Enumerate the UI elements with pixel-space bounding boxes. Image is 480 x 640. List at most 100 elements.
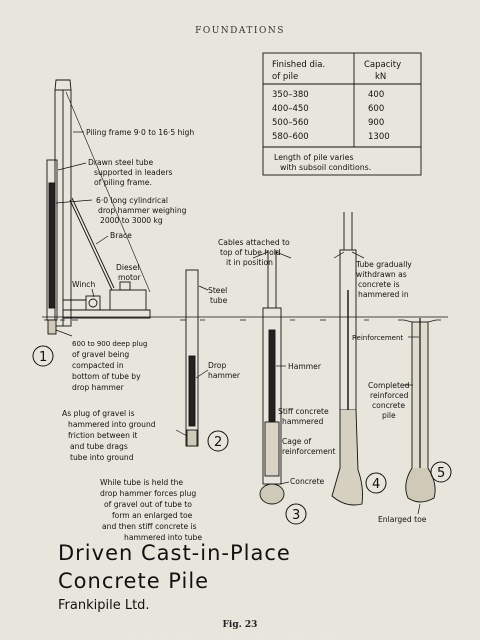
label-plug-1: 600 to 900 deep plug: [72, 340, 147, 348]
stage-4-5-labels: Tube gradually withdrawn as concrete is …: [352, 260, 427, 524]
label-piling-frame: Piling frame 9·0 to 16·5 high: [86, 128, 194, 137]
drop-hammer: [48, 182, 56, 309]
brace: [69, 199, 113, 291]
table-header-cap-line1: Capacity: [364, 60, 401, 70]
diagram-title-line3: Frankipile Ltd.: [58, 598, 150, 613]
label-while-tube-1: While tube is held the: [100, 478, 183, 487]
label-steel-tube-1: Steel: [208, 286, 227, 295]
label-plug-ground-4: and tube drags: [70, 442, 128, 451]
table-cell-dia-3: 580–600: [272, 132, 309, 142]
table-cell-cap-1: 600: [368, 104, 384, 114]
diesel-motor: [109, 289, 147, 311]
label-hammer-desc-2: drop hammer weighing: [98, 206, 187, 215]
label-tube-withdrawn-2: withdrawn as: [356, 270, 407, 279]
label-while-tube-3: of gravel out of tube to: [104, 500, 192, 509]
label-brace: Brace: [110, 231, 132, 240]
label-completed-4: pile: [382, 411, 396, 420]
diagram-title-line2: Concrete Pile: [58, 569, 210, 593]
label-tube-withdrawn-4: hammered in: [358, 290, 409, 299]
svg-text:5: 5: [437, 466, 445, 481]
label-diesel-motor-2: motor: [118, 273, 142, 282]
label-steel-tube-2: tube: [210, 296, 228, 305]
label-drawn-tube-3: of piling frame.: [94, 178, 152, 187]
label-hammer-desc-1: 6·0 long cylindrical: [96, 196, 168, 205]
gravel-plug-2: [186, 429, 198, 447]
label-plug-3: compacted in: [72, 361, 124, 370]
svg-text:4: 4: [372, 477, 380, 492]
gravel-plug: [47, 319, 57, 335]
label-completed-2: reinforced: [370, 391, 409, 400]
label-plug-5: drop hammer: [72, 383, 125, 392]
stage-5-pile: [403, 318, 437, 503]
label-hammer-desc-3: 2000 to 3000 kg: [100, 216, 163, 225]
label-winch: Winch: [72, 280, 95, 289]
label-concrete: Concrete: [290, 477, 325, 486]
label-drawn-tube-2: supported in leaders: [94, 168, 172, 177]
table-cell-cap-2: 900: [368, 118, 384, 128]
stage-2-labels: Steel tube Drop hammer As plug of gravel…: [62, 285, 241, 462]
stiff-concrete-3: [264, 421, 280, 477]
label-enlarged-toe: Enlarged toe: [378, 515, 427, 524]
stage-4-pile: [331, 212, 365, 506]
step-marker-1: 1: [32, 345, 54, 367]
svg-text:1: 1: [39, 350, 47, 365]
enlarged-toe-5: [405, 467, 436, 503]
label-diesel-motor-1: Diesel: [116, 263, 139, 272]
label-plug-ground-5: tube into ground: [70, 453, 134, 462]
label-cables-3: it in position: [226, 258, 273, 267]
table-header-cap-line2: kN: [375, 72, 386, 82]
drop-hammer-2: [188, 355, 196, 427]
label-hammer: Hammer: [288, 362, 322, 371]
label-stiff-concrete-1: Stiff concrete: [278, 407, 329, 416]
label-drop-hammer-1: Drop: [208, 361, 226, 370]
label-while-tube-5: and then stiff concrete is: [102, 522, 197, 531]
watermark: Antikvárium.hu: [0, 628, 480, 640]
table-cell-cap-3: 1300: [368, 132, 390, 142]
svg-text:2: 2: [214, 435, 222, 450]
label-stiff-concrete-2: hammered: [282, 417, 324, 426]
table-cell-dia-2: 500–560: [272, 118, 309, 128]
table-header-dia-line2: of pile: [272, 72, 298, 82]
label-completed-3: concrete: [372, 401, 405, 410]
table-cell-dia-1: 400–450: [272, 104, 309, 114]
step-marker-4: 4: [365, 472, 387, 494]
diagram-title-line1: Driven Cast-in-Place: [58, 541, 291, 565]
label-tube-withdrawn-3: concrete is: [358, 280, 400, 289]
label-completed-1: Completed: [368, 381, 410, 390]
label-plug-ground-1: As plug of gravel is: [62, 409, 135, 418]
label-while-tube-4: form an enlarged toe: [112, 511, 193, 520]
label-plug-4: bottom of tube by: [72, 372, 141, 381]
label-cables-2: top of tube hold: [220, 248, 281, 257]
ground-line: [42, 316, 448, 321]
page-header: FOUNDATIONS: [195, 26, 285, 36]
label-plug-ground-2: hammered into ground: [68, 420, 156, 429]
table-note-line2: with subsoil conditions.: [280, 163, 371, 172]
table-cell-dia-0: 350–380: [272, 90, 309, 100]
figure-label: Fig. 23: [222, 620, 258, 630]
step-marker-3: 3: [285, 503, 307, 525]
label-while-tube-6: hammered into tube: [124, 533, 202, 542]
concrete-4: [331, 409, 363, 506]
stage-1-rig: [46, 79, 151, 335]
label-while-tube-2: drop hammer forces plug: [100, 489, 196, 498]
stage-1-labels: Piling frame 9·0 to 16·5 high Drawn stee…: [55, 128, 194, 392]
step-marker-5: 5: [430, 461, 452, 483]
hammer-3: [268, 329, 276, 423]
svg-text:3: 3: [292, 508, 300, 523]
stage-2-tube: [185, 269, 199, 447]
label-tube-withdrawn-1: Tube gradually: [355, 260, 412, 269]
label-cage-1: Cage of: [282, 437, 312, 446]
winch: [85, 295, 101, 311]
table-cell-cap-0: 400: [368, 90, 384, 100]
stage-3-tube: [252, 250, 292, 505]
step-marker-2: 2: [207, 430, 229, 452]
stage-3-labels: Cables attached to top of tube hold it i…: [100, 238, 336, 542]
table-note-line1: Length of pile varies: [274, 153, 354, 162]
enlarged-toe-3: [259, 483, 285, 505]
label-plug-2: of gravel being: [72, 350, 129, 359]
capacity-table: [262, 52, 422, 176]
label-plug-ground-3: friction between it: [68, 431, 137, 440]
label-cage-2: reinforcement: [282, 447, 336, 456]
